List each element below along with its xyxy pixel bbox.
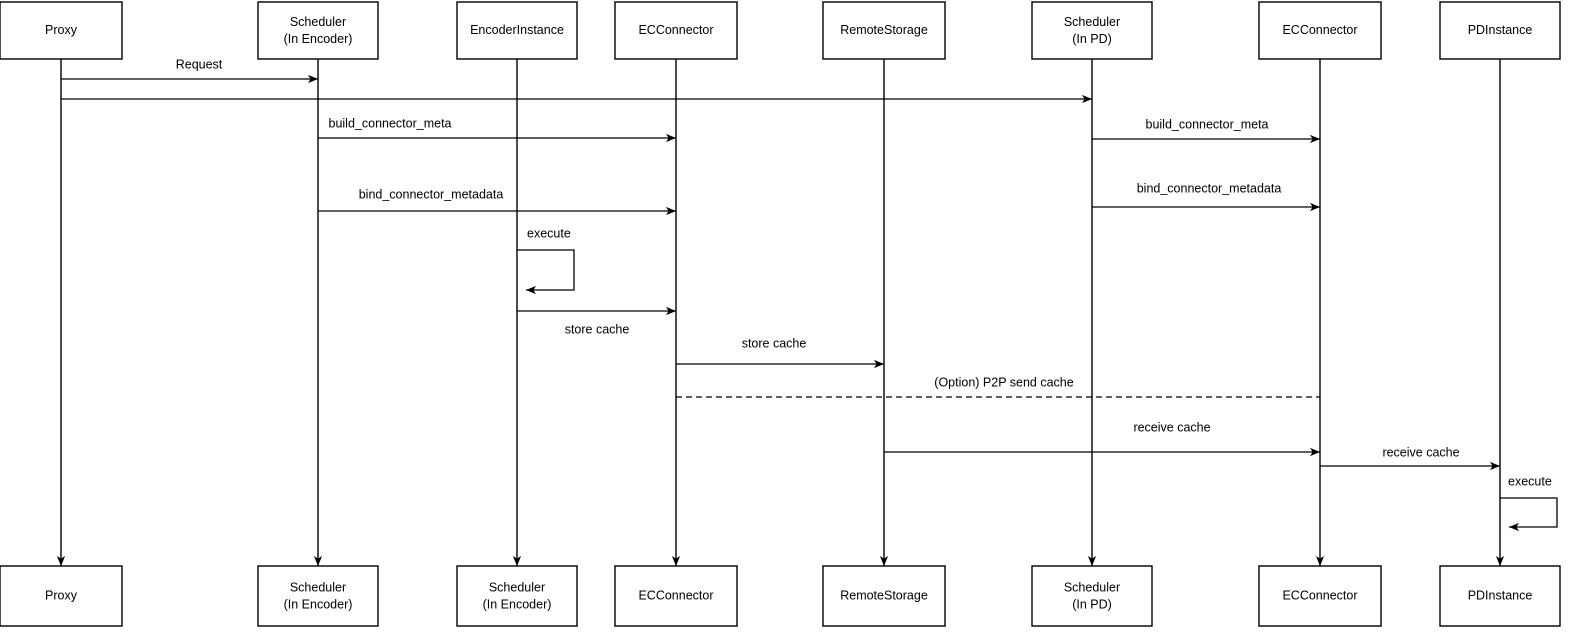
message-label-m1: Request xyxy=(176,57,223,71)
message-m5[interactable]: bind_connector_metadata xyxy=(318,187,676,216)
top-participant-box-encoder_instance[interactable] xyxy=(456,1,578,60)
message-label-m11: receive cache xyxy=(1382,445,1459,459)
message-label-m7: store cache xyxy=(565,322,630,336)
self-message-s2[interactable]: execute xyxy=(1500,474,1558,532)
message-m10[interactable]: receive cache xyxy=(884,420,1320,457)
self-message-loop-s2[interactable] xyxy=(1500,497,1558,532)
bottom-participant-label-remote_storage: RemoteStorage xyxy=(840,588,928,602)
bottom-participant-box-ec_connector_r[interactable] xyxy=(1258,565,1382,627)
message-m9[interactable]: (Option) P2P send cache xyxy=(676,375,1320,398)
top-participant-label-remote_storage: RemoteStorage xyxy=(840,23,928,37)
bottom-participant-label-encoder_instance-line2: (In Encoder) xyxy=(483,597,552,611)
message-m6[interactable]: bind_connector_metadata xyxy=(1092,181,1320,212)
bottom-participant-sched_encoder[interactable]: Scheduler (In Encoder) xyxy=(257,565,379,627)
bottom-participant-pd_instance[interactable]: PDInstance xyxy=(1439,565,1561,627)
message-m3[interactable]: build_connector_meta xyxy=(318,116,676,143)
message-label-m4: build_connector_meta xyxy=(1146,117,1269,131)
message-label-m9: (Option) P2P send cache xyxy=(934,375,1073,389)
bottom-participant-box-sched_pd[interactable] xyxy=(1031,565,1153,627)
top-participant-label-proxy: Proxy xyxy=(45,23,78,37)
top-participant-label-ec_connector_r: ECConnector xyxy=(1282,23,1357,37)
top-participant-label-sched_encoder-line1: Scheduler xyxy=(290,15,346,29)
bottom-participant-encoder_instance[interactable]: Scheduler (In Encoder) xyxy=(456,565,578,627)
top-participant-label-sched_encoder-line2: (In Encoder) xyxy=(284,32,353,46)
bottom-participant-proxy[interactable]: Proxy xyxy=(0,565,123,627)
top-participant-box-ec_connector_l[interactable] xyxy=(614,1,738,60)
top-participant-encoder_instance[interactable]: EncoderInstance xyxy=(456,1,578,60)
bottom-participant-box-pd_instance[interactable] xyxy=(1439,565,1561,627)
bottom-participant-label-sched_encoder-line2: (In Encoder) xyxy=(284,597,353,611)
self-message-label-s2: execute xyxy=(1508,474,1552,488)
bottom-participant-box-proxy[interactable] xyxy=(0,565,123,627)
bottom-participant-label-sched_pd-line2: (In PD) xyxy=(1072,597,1112,611)
top-participant-box-sched_pd[interactable] xyxy=(1031,1,1153,60)
message-m11[interactable]: receive cache xyxy=(1320,445,1500,471)
top-participant-remote_storage[interactable]: RemoteStorage xyxy=(822,1,946,60)
self-message-s1[interactable]: execute xyxy=(517,226,575,295)
bottom-participant-label-encoder_instance-line1: Scheduler xyxy=(489,580,545,594)
bottom-participant-box-encoder_instance[interactable] xyxy=(456,565,578,627)
message-label-m8: store cache xyxy=(742,336,807,350)
top-participant-label-encoder_instance: EncoderInstance xyxy=(470,23,564,37)
lifelines-layer xyxy=(56,59,1505,566)
bottom-participant-label-sched_encoder-line1: Scheduler xyxy=(290,580,346,594)
bottom-participant-label-sched_pd-line1: Scheduler xyxy=(1064,580,1120,594)
bottom-participant-label-ec_connector_r: ECConnector xyxy=(1282,588,1357,602)
top-participant-label-sched_pd-line1: Scheduler xyxy=(1064,15,1120,29)
self-message-loop-s1[interactable] xyxy=(517,249,575,295)
top-participant-ec_connector_r[interactable]: ECConnector xyxy=(1258,1,1382,60)
bottom-participant-label-ec_connector_l: ECConnector xyxy=(638,588,713,602)
message-label-m6: bind_connector_metadata xyxy=(1137,181,1282,195)
message-m7[interactable]: store cache xyxy=(517,306,676,336)
self-message-label-s1: execute xyxy=(527,226,571,240)
top-participant-label-pd_instance: PDInstance xyxy=(1468,23,1533,37)
top-participant-sched_pd[interactable]: Scheduler (In PD) xyxy=(1031,1,1153,60)
top-participant-label-ec_connector_l: ECConnector xyxy=(638,23,713,37)
top-participant-label-sched_pd-line2: (In PD) xyxy=(1072,32,1112,46)
bottom-participant-ec_connector_r[interactable]: ECConnector xyxy=(1258,565,1382,627)
message-label-m3: build_connector_meta xyxy=(329,116,452,130)
bottom-participant-ec_connector_l[interactable]: ECConnector xyxy=(614,565,738,627)
bottom-participant-label-proxy: Proxy xyxy=(45,588,78,602)
top-participant-pd_instance[interactable]: PDInstance xyxy=(1439,1,1561,60)
message-label-m5: bind_connector_metadata xyxy=(359,187,504,201)
bottom-participant-boxes-layer: Proxy Scheduler (In Encoder) Scheduler (In E… xyxy=(0,565,1561,627)
bottom-participant-remote_storage[interactable]: RemoteStorage xyxy=(822,565,946,627)
self-messages-layer: execute execute xyxy=(517,226,1558,532)
message-label-m10: receive cache xyxy=(1133,420,1210,434)
top-participant-proxy[interactable]: Proxy xyxy=(0,1,123,60)
bottom-participant-box-remote_storage[interactable] xyxy=(822,565,946,627)
top-participant-box-remote_storage[interactable] xyxy=(822,1,946,60)
message-m1[interactable]: Request xyxy=(61,57,318,84)
top-participant-ec_connector_l[interactable]: ECConnector xyxy=(614,1,738,60)
top-participant-box-pd_instance[interactable] xyxy=(1439,1,1561,60)
bottom-participant-box-ec_connector_l[interactable] xyxy=(614,565,738,627)
messages-layer: Request build_connector_meta build_connect… xyxy=(61,57,1500,471)
top-participant-sched_encoder[interactable]: Scheduler (In Encoder) xyxy=(257,1,379,60)
message-m8[interactable]: store cache xyxy=(676,336,884,369)
top-participant-boxes-layer: Proxy Scheduler (In Encoder) EncoderInstanc… xyxy=(0,1,1561,60)
top-participant-box-sched_encoder[interactable] xyxy=(257,1,379,60)
bottom-participant-sched_pd[interactable]: Scheduler (In PD) xyxy=(1031,565,1153,627)
top-participant-box-ec_connector_r[interactable] xyxy=(1258,1,1382,60)
bottom-participant-label-pd_instance: PDInstance xyxy=(1468,588,1533,602)
top-participant-box-proxy[interactable] xyxy=(0,1,123,60)
bottom-participant-box-sched_encoder[interactable] xyxy=(257,565,379,627)
message-m4[interactable]: build_connector_meta xyxy=(1092,117,1320,144)
